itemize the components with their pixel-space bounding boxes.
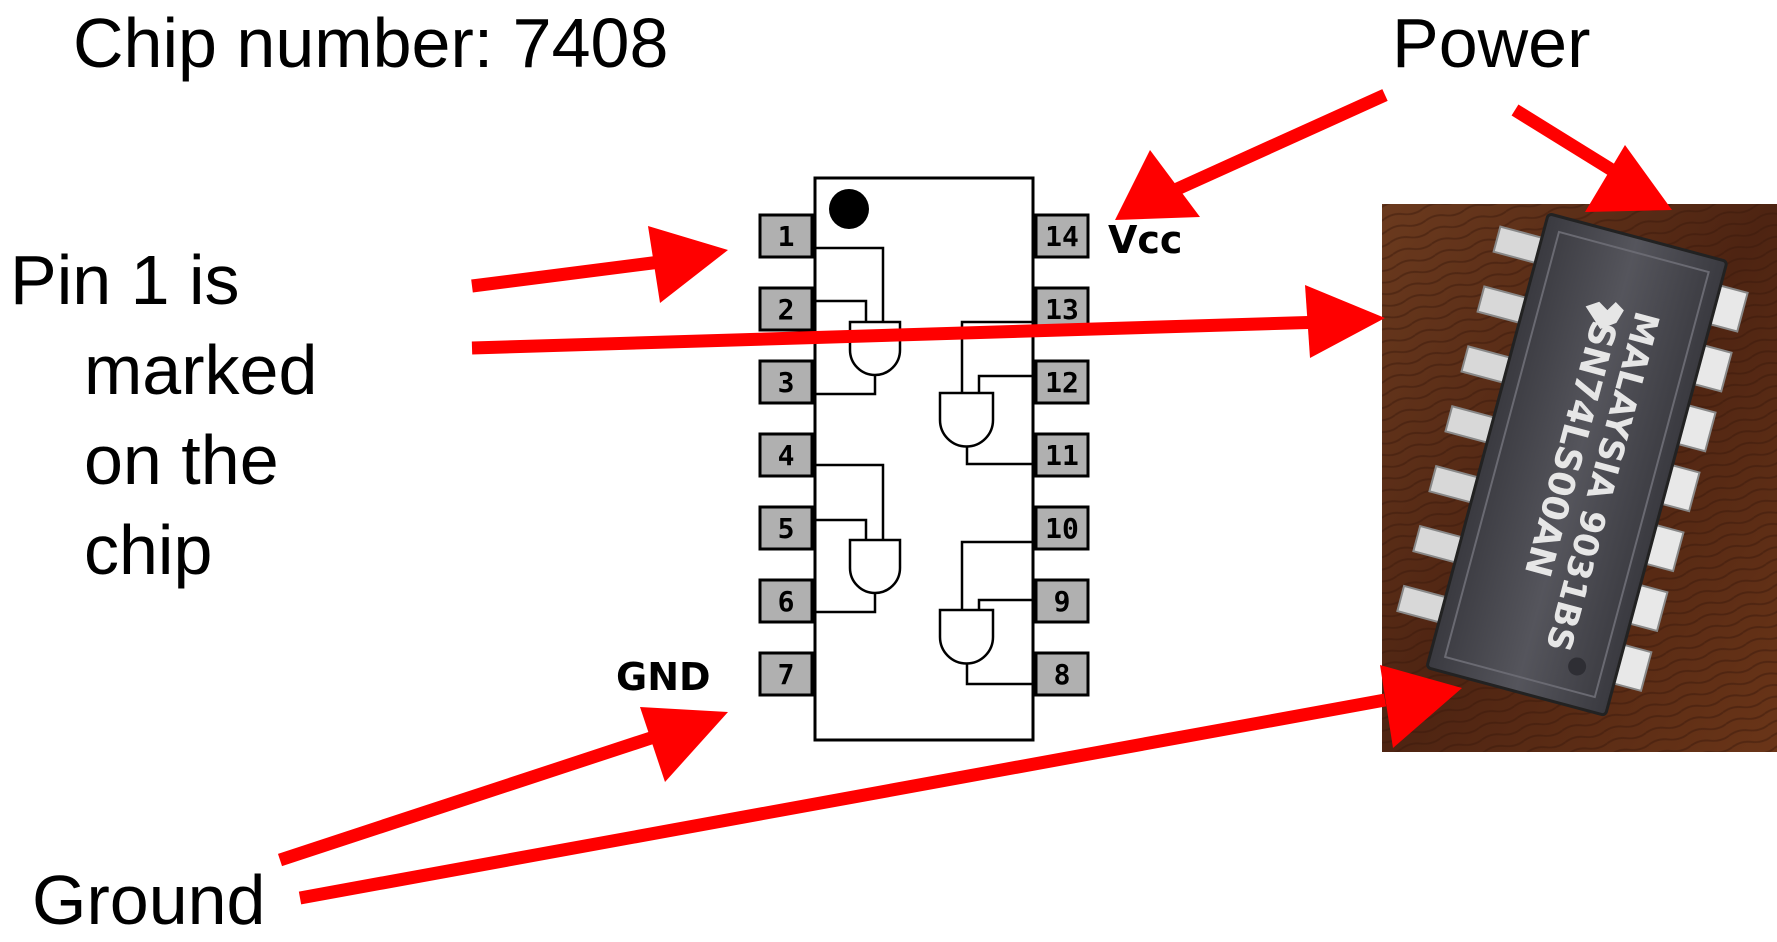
dip-package-diagram: 1 2 3 4 5 6 7 14 13 12 11 10 9 8 Vcc GND [616, 176, 1182, 742]
pin-box [758, 359, 814, 405]
pin-number: 13 [1045, 293, 1079, 326]
pin-number: 11 [1045, 439, 1079, 472]
pin1-dot-marker [829, 189, 869, 229]
ground-gnd-arrow [277, 728, 663, 867]
arrowhead [1115, 150, 1200, 220]
pin-box [1034, 432, 1090, 478]
vcc-label: Vcc [1108, 218, 1182, 262]
pin-number: 8 [1054, 658, 1071, 691]
pin-number: 12 [1045, 366, 1079, 399]
pin-number: 2 [778, 293, 795, 326]
arrowhead [648, 226, 728, 303]
arrowhead [1305, 285, 1385, 358]
pin-box [758, 432, 814, 478]
pin1-note-line: on the [84, 421, 279, 499]
pin-number: 7 [778, 658, 795, 691]
pin1-notch-dot [1568, 657, 1587, 676]
ground-photo-arrow [298, 693, 1387, 905]
pin-box [1034, 505, 1090, 551]
power-label: Power [1392, 4, 1591, 82]
pin1-photo-arrow [471, 315, 1326, 355]
chip-photo: MALAYSIA 9031BS SN74LS00AN [1382, 204, 1777, 752]
power-photo-arrow [1511, 104, 1624, 181]
pin-number: 14 [1045, 220, 1079, 253]
and-gate-symbol [938, 391, 995, 448]
annotation-arrows [277, 89, 1672, 905]
and-gates-wiring [815, 246, 1033, 686]
pin-box [1034, 651, 1090, 697]
arrowhead [640, 707, 728, 782]
ic-body [1426, 212, 1728, 717]
and-gate-symbol [938, 608, 995, 665]
pin1-note-line: marked [84, 331, 318, 409]
pin-number: 6 [778, 585, 795, 618]
pin-box [758, 578, 814, 624]
pin-box [758, 286, 814, 332]
pin-number: 1 [778, 220, 795, 253]
pin-number: 5 [778, 512, 795, 545]
pin-number: 9 [1054, 585, 1071, 618]
pin-box [758, 505, 814, 551]
pin-number: 4 [778, 439, 795, 472]
pin1-diagram-arrow [471, 255, 661, 293]
pin1-note-line: chip [84, 511, 213, 589]
ti-logo-icon [1585, 301, 1624, 329]
pin1-note-line: Pin 1 is [10, 241, 240, 319]
pin-box [1034, 213, 1090, 259]
chip-number-title: Chip number: 7408 [73, 4, 669, 82]
ground-label: Ground [32, 861, 266, 939]
left-pin-column: 1 2 3 4 5 6 7 [758, 213, 814, 697]
power-vcc-arrow [1172, 89, 1388, 196]
arrowhead [1585, 145, 1672, 212]
pin-box [1034, 578, 1090, 624]
arrowhead [1380, 665, 1462, 748]
and-gate-symbol [848, 320, 902, 377]
pin-number: 3 [778, 366, 795, 399]
pin-box [758, 213, 814, 259]
gnd-label: GND [616, 655, 711, 699]
right-pin-column: 14 13 12 11 10 9 8 [1034, 213, 1090, 697]
pin-box [758, 651, 814, 697]
pin-number: 10 [1045, 512, 1079, 545]
chip-body-outline [813, 176, 1035, 742]
pin-box [1034, 359, 1090, 405]
and-gate-symbol [848, 538, 902, 595]
